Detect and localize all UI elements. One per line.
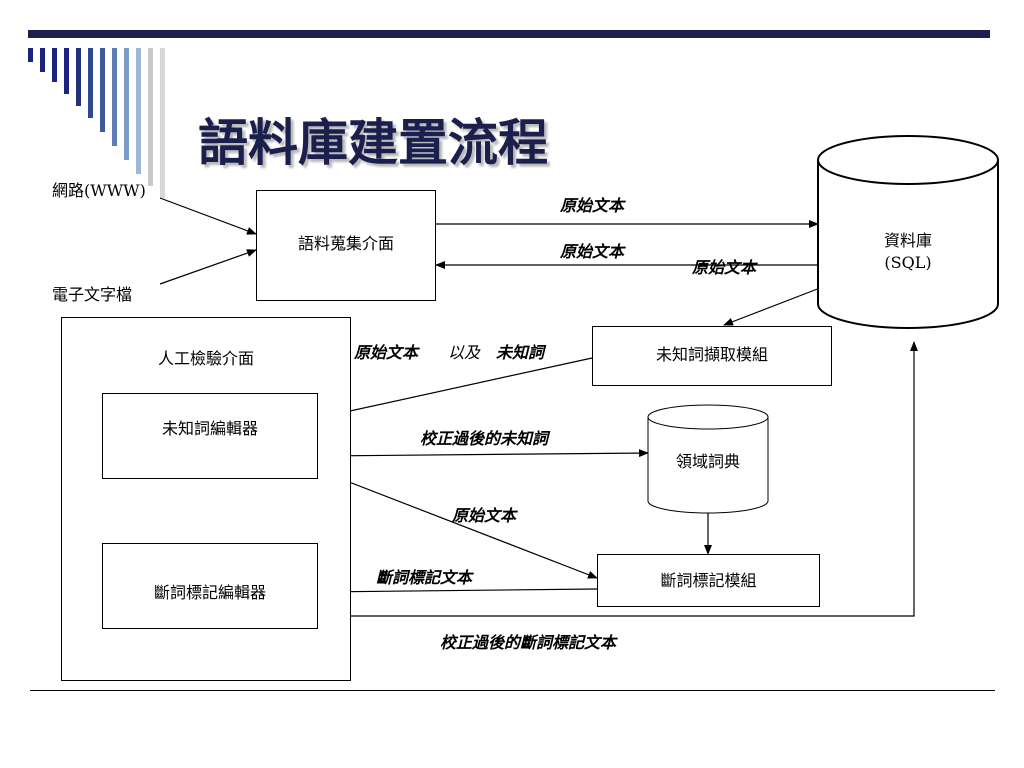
source-electronic-file: 電子文字檔 — [52, 285, 133, 304]
arrow-db-to-extract — [723, 287, 821, 326]
arrow-editor-to-segment — [317, 469, 598, 579]
arrow-web-to-collect — [159, 197, 257, 235]
unknown-word-editor-box: 未知詞編輯器 — [102, 393, 318, 479]
page-title: 語料庫建置流程 — [198, 114, 548, 172]
label-and: 以及 — [448, 343, 481, 362]
footer-rule — [30, 690, 995, 691]
stripe — [64, 48, 69, 94]
stripe — [52, 48, 57, 82]
stripe — [124, 48, 129, 160]
arrow-editor-to-dict — [317, 449, 649, 458]
stripe — [136, 48, 141, 174]
stripe — [160, 48, 165, 198]
label-segmented-text: 斷詞標記文本 — [376, 568, 473, 587]
database-label: 資料庫 — [883, 231, 932, 250]
label-db-to-collect: 原始文本 — [560, 242, 625, 261]
arrow-segeditor-to-db — [318, 341, 918, 617]
segment-module-label: 斷詞標記模組 — [660, 571, 757, 590]
arrow-efile-to-collect — [159, 249, 257, 285]
source-web: 網路(WWW) — [52, 181, 146, 200]
label-raw-to-segment: 原始文本 — [452, 506, 517, 525]
arrow-segment-to-editor — [317, 587, 598, 596]
stripe — [76, 48, 81, 106]
stripe — [88, 48, 93, 118]
label-raw-to-db: 原始文本 — [560, 196, 625, 215]
domain-dict-label: 領域詞典 — [675, 452, 740, 471]
database-cylinder — [817, 135, 999, 329]
stripe — [112, 48, 117, 146]
unknown-extract-module-label: 未知詞擷取模組 — [655, 345, 768, 364]
label-db-to-extract: 原始文本 — [692, 258, 757, 277]
header-bar — [28, 30, 990, 38]
manual-inspection-label: 人工檢驗介面 — [157, 349, 254, 368]
collect-interface-box: 語料蒐集介面 — [256, 190, 436, 301]
label-corrected-segmented: 校正過後的斷詞標記文本 — [440, 633, 617, 652]
stripe — [100, 48, 105, 132]
label-raw-text: 原始文本 — [354, 343, 419, 362]
unknown-word-editor-label: 未知詞編輯器 — [161, 419, 258, 438]
stripe — [148, 48, 153, 186]
segment-editor-label: 斷詞標記編輯器 — [153, 583, 266, 602]
segment-editor-box: 斷詞標記編輯器 — [102, 543, 318, 629]
arrow-extract-to-editor — [317, 357, 593, 420]
label-unknown-words: 未知詞 — [496, 343, 545, 362]
database-sub-label: (SQL) — [884, 253, 932, 272]
collect-interface-label: 語料蒐集介面 — [297, 234, 394, 253]
stripe — [28, 48, 33, 62]
domain-dict-cylinder — [647, 404, 769, 514]
unknown-extract-module-box: 未知詞擷取模組 — [592, 326, 832, 386]
segment-module-box: 斷詞標記模組 — [597, 554, 820, 607]
stripe — [40, 48, 45, 72]
label-corrected-unknown: 校正過後的未知詞 — [420, 429, 549, 448]
